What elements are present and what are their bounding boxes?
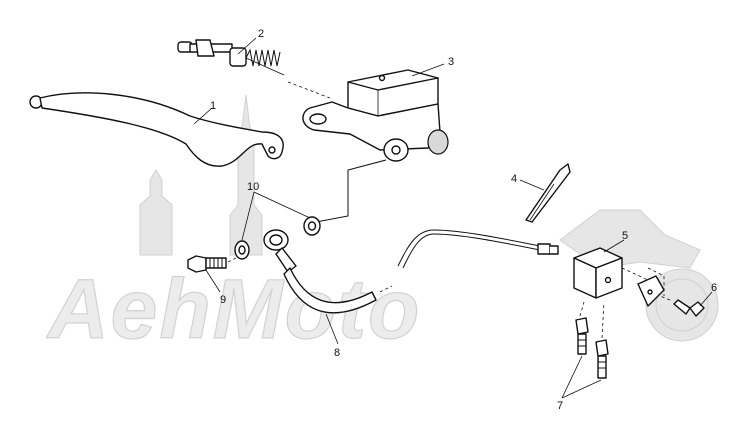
screw [659,295,705,317]
watermark-logo: AehMoto [45,94,719,357]
leader-lines [193,37,713,399]
callout-numbers: 1 2 3 4 5 6 7 8 9 10 [210,28,717,412]
sealing-washers [234,216,321,260]
brake-switch [573,247,665,307]
callout-7: 7 [557,400,563,412]
callout-5: 5 [622,230,628,242]
callout-10: 10 [247,181,259,193]
callout-3: 3 [448,56,454,68]
callout-9: 9 [220,294,226,306]
callout-8: 8 [334,347,340,359]
brake-lever [29,92,284,167]
master-cylinder [302,69,449,223]
switch-terminals [575,301,609,379]
brake-hose [263,229,559,314]
push-rod-assembly [177,39,331,99]
cable-tie [525,163,571,223]
callout-1: 1 [210,100,216,112]
callout-2: 2 [258,28,264,40]
callout-6: 6 [711,282,717,294]
callout-4: 4 [511,173,517,185]
banjo-bolt [187,255,237,273]
watermark-text: AehMoto [46,262,421,356]
